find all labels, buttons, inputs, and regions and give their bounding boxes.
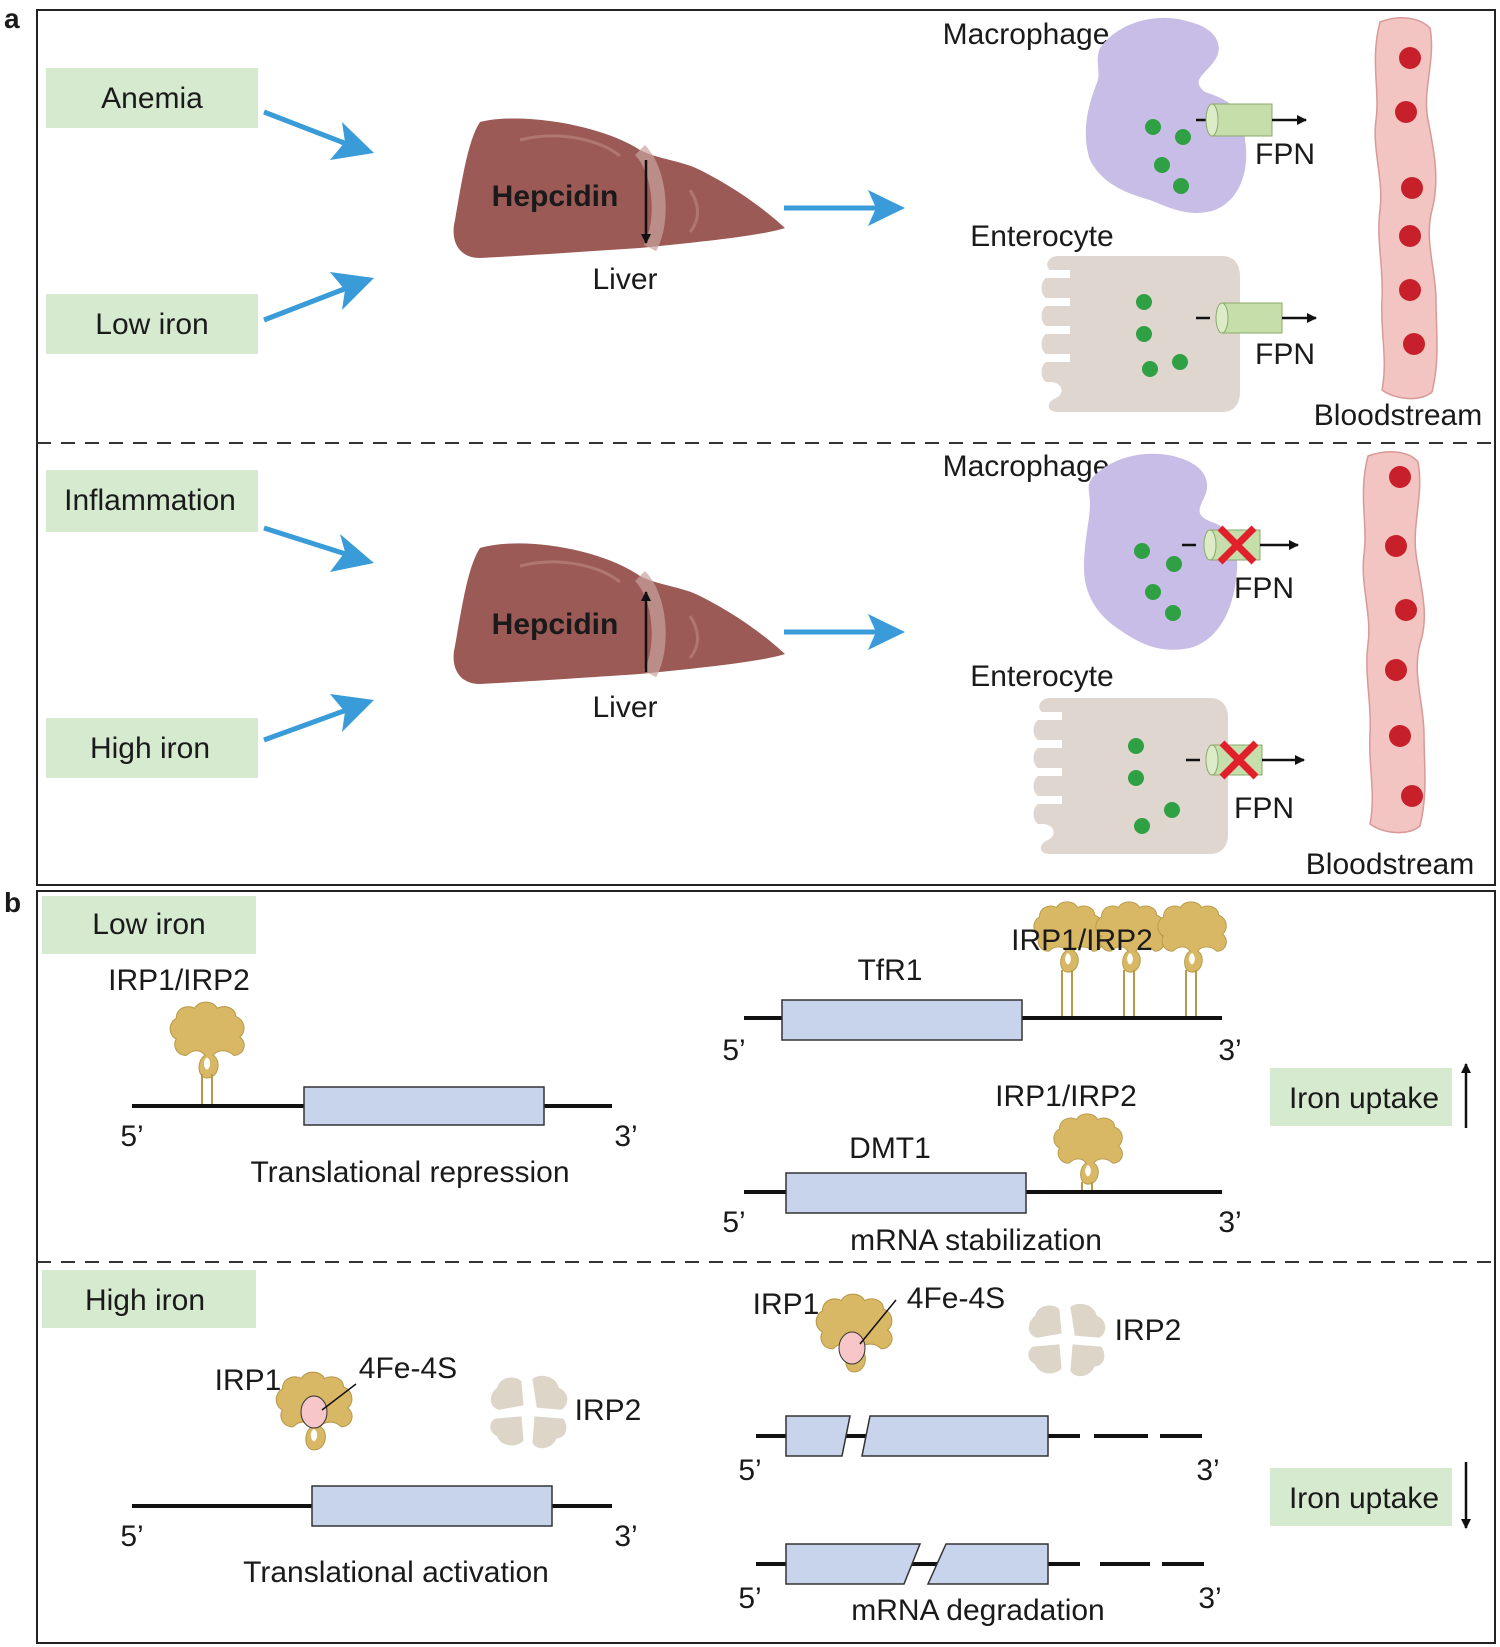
mrna-strand <box>744 1172 1222 1214</box>
panel-a-frame <box>36 9 1496 886</box>
blue-arrow-icon <box>784 190 905 226</box>
bloodstream-label: Bloodstream <box>1306 848 1474 881</box>
panel-b-frame <box>36 890 1496 1644</box>
iron-icon <box>1136 294 1188 377</box>
anemia-label: Anemia <box>101 82 203 115</box>
irp2-label: IRP2 <box>1115 1314 1182 1347</box>
inflammation-box <box>46 470 258 532</box>
translational-activation-label: Translational activation <box>243 1556 549 1589</box>
fe-s-pointer <box>859 1299 897 1345</box>
red-blood-cell-icon <box>1385 466 1423 807</box>
blocked-cross-icon <box>1217 525 1257 565</box>
low-iron-condition-label: Low iron <box>92 908 205 941</box>
macrophage-cell <box>1084 453 1238 650</box>
irp-label: IRP1/IRP2 <box>108 964 250 997</box>
hepcidin-label: Hepcidin <box>492 180 619 213</box>
blue-arrow-icon <box>784 614 905 650</box>
blocked-cross-icon <box>1219 740 1259 780</box>
fpn-label: FPN <box>1255 138 1315 171</box>
mrna-stabilization-label: mRNA stabilization <box>850 1224 1102 1257</box>
three-prime-label: 3’ <box>614 1520 637 1553</box>
ferroportin-channel-icon <box>1196 103 1307 137</box>
iron-sulfur-cluster-label: 4Fe-4S <box>359 1352 457 1385</box>
mrna-strand <box>132 1086 612 1126</box>
fpn-label: FPN <box>1234 572 1294 605</box>
panel-a-label: a <box>4 3 20 34</box>
hepcidin-label: Hepcidin <box>492 608 619 641</box>
dmt1-label: DMT1 <box>849 1132 931 1165</box>
degraded-mrna-strand <box>756 1543 1204 1585</box>
fe-s-pointer <box>321 1383 357 1411</box>
translational-repression-label: Translational repression <box>250 1156 569 1189</box>
degraded-mrna-strand <box>756 1415 1202 1457</box>
irp1-label: IRP1 <box>215 1364 282 1397</box>
mrna-strand <box>744 999 1222 1041</box>
irp2-degraded-icon <box>1028 1303 1106 1377</box>
blood-vessel <box>1374 16 1438 400</box>
irp-label: IRP1/IRP2 <box>995 1080 1137 1113</box>
five-prime-label: 5’ <box>722 1034 745 1067</box>
blue-arrow-icon <box>263 109 374 160</box>
bloodstream-label: Bloodstream <box>1314 399 1482 432</box>
liver-label: Liver <box>592 691 657 724</box>
low-iron-label: Low iron <box>95 308 208 341</box>
blood-vessel <box>1362 450 1426 834</box>
iron-uptake-label: Iron uptake <box>1289 1482 1439 1515</box>
ferroportin-channel-icon <box>1196 302 1317 334</box>
irp-label: IRP1/IRP2 <box>1011 924 1153 957</box>
three-prime-label: 3’ <box>1196 1454 1219 1487</box>
five-prime-label: 5’ <box>120 1120 143 1153</box>
low-iron-box <box>46 294 258 354</box>
iron-uptake-box <box>1270 1468 1452 1526</box>
iron-icon <box>1134 543 1182 621</box>
blue-arrow-icon <box>263 272 374 323</box>
iron-sulfur-cluster-label: 4Fe-4S <box>907 1282 1005 1315</box>
liver-icon <box>453 118 785 259</box>
blue-arrow-icon <box>263 525 374 572</box>
liver-icon <box>453 543 785 684</box>
irp1-label: IRP1 <box>753 1288 820 1321</box>
irp-protein-icon <box>169 1001 245 1106</box>
irp-protein-icon <box>1053 1113 1123 1192</box>
high-iron-condition-label: High iron <box>85 1284 205 1317</box>
iron-uptake-box <box>1270 1068 1452 1126</box>
macrophage-cell <box>1085 17 1247 213</box>
fpn-label: FPN <box>1255 338 1315 371</box>
irp2-label: IRP2 <box>575 1394 642 1427</box>
panel-b-label: b <box>4 887 21 918</box>
irp1-protein-icon <box>815 1293 893 1373</box>
enterocyte-label: Enterocyte <box>970 660 1113 693</box>
high-iron-box <box>46 718 258 778</box>
five-prime-label: 5’ <box>738 1454 761 1487</box>
five-prime-label: 5’ <box>722 1206 745 1239</box>
liver-label: Liver <box>592 263 657 296</box>
irp1-protein-icon <box>275 1371 353 1451</box>
iron-icon <box>1128 738 1180 834</box>
high-iron-condition-box <box>42 1270 256 1328</box>
macrophage-label: Macrophage <box>943 18 1110 51</box>
enterocyte-label: Enterocyte <box>970 220 1113 253</box>
fpn-label: FPN <box>1234 792 1294 825</box>
red-blood-cell-icon <box>1395 47 1425 355</box>
high-iron-label: High iron <box>90 732 210 765</box>
iron-icon <box>1145 119 1191 194</box>
three-prime-label: 3’ <box>1198 1582 1221 1615</box>
irp2-degraded-icon <box>490 1375 568 1449</box>
five-prime-label: 5’ <box>120 1520 143 1553</box>
three-prime-label: 3’ <box>1218 1206 1241 1239</box>
inflammation-label: Inflammation <box>64 484 236 517</box>
five-prime-label: 5’ <box>738 1582 761 1615</box>
tfr1-label: TfR1 <box>857 954 922 987</box>
blue-arrow-icon <box>263 694 374 743</box>
macrophage-label: Macrophage <box>943 450 1110 483</box>
irp-protein-icon <box>1033 901 1227 1018</box>
iron-uptake-label: Iron uptake <box>1289 1082 1439 1115</box>
mrna-degradation-label: mRNA degradation <box>851 1594 1104 1627</box>
anemia-box <box>46 68 258 128</box>
mrna-strand <box>132 1485 612 1527</box>
three-prime-label: 3’ <box>614 1120 637 1153</box>
three-prime-label: 3’ <box>1218 1034 1241 1067</box>
low-iron-condition-box <box>42 896 256 954</box>
